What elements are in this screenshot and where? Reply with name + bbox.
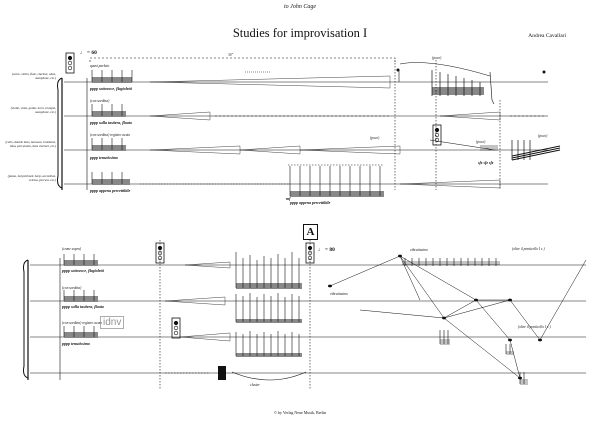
poco-1: (poco) (432, 56, 442, 60)
ponticello-2: (oltre il ponticello I c.) (518, 325, 551, 329)
publisher-footer: © by Verlag Neue Musik, Berlin (273, 410, 327, 415)
s2-staff3-dynamic: pppp tenutissimo (62, 341, 90, 346)
system2-staff-lines (30, 264, 586, 374)
vibrato-top: vibratissimo (410, 248, 428, 252)
instrument-label-2: (violin, viola, guitar, horn, trumpet, s… (10, 106, 56, 114)
tempo-marking-2: ♩ = 80 (318, 247, 335, 253)
ponticello-1: (oltre il ponticello I c.) (512, 247, 545, 251)
s2-staff2-dynamic: pppp sulla tastiera, flauto (62, 304, 105, 309)
staff3-dynamic: pppp tenutissimo (90, 155, 118, 160)
tempo-marking-1: ♩ = 60 (80, 50, 97, 56)
sfz-dynamics: sfz sfz sfz (478, 160, 494, 165)
staff4-dynamic: pppp appena percettibile (90, 188, 131, 193)
staff4-dynamic-2: pppp appena percettibile (290, 200, 331, 205)
poco-3: (poco) (476, 140, 486, 144)
duration-marking: 30" (228, 53, 234, 57)
staff2-dynamic: pppp sulla tastiera, flauto (90, 120, 133, 125)
system2-brace (23, 259, 29, 379)
poco-2: (poco) (370, 136, 380, 140)
cluster-mark: cluster (250, 383, 260, 387)
vibrato-left: vibratissimo (330, 292, 348, 296)
poco-4: (poco) (538, 134, 548, 138)
instrument-label-3: (cello, double bass, bassoon, trombone, … (5, 140, 56, 148)
dedication: to John Cage (284, 4, 316, 10)
watermark: idnv (100, 316, 125, 329)
composer-name: Andrea Cavallari (528, 33, 566, 39)
rehearsal-mark-a: A (303, 224, 318, 240)
s2-staff2-playing-mark: (con sordina) (62, 286, 82, 290)
s2-staff3-playing-mark: (con sordina) registro acuto (62, 321, 103, 325)
system1-staff-lines (64, 81, 548, 185)
score-title: Studies for improvisation I (232, 26, 368, 40)
staff1-playing-mark: quasi parlato (90, 64, 110, 68)
s2-staff1-dynamic: pppp sottovoce, flagioletti (62, 268, 104, 273)
mf-dynamic: mf (286, 196, 291, 201)
instrument-label-1: (voice, violin, flute, clarinet, oboe, s… (12, 72, 56, 80)
staff1-dynamic: pppp sottovoce, flagioletti (90, 86, 132, 91)
instrument-label-4: (piano, harpsichord, harp, accordion, ce… (7, 174, 56, 182)
s2-staff1-playing-mark: (come sopra) (62, 247, 82, 251)
staff2-playing-mark: (con sordina) (90, 99, 110, 103)
staff3-playing-mark: (con sordina) registro acuto (90, 133, 131, 137)
graphic-network (329, 255, 587, 379)
system1-brace (57, 77, 63, 189)
